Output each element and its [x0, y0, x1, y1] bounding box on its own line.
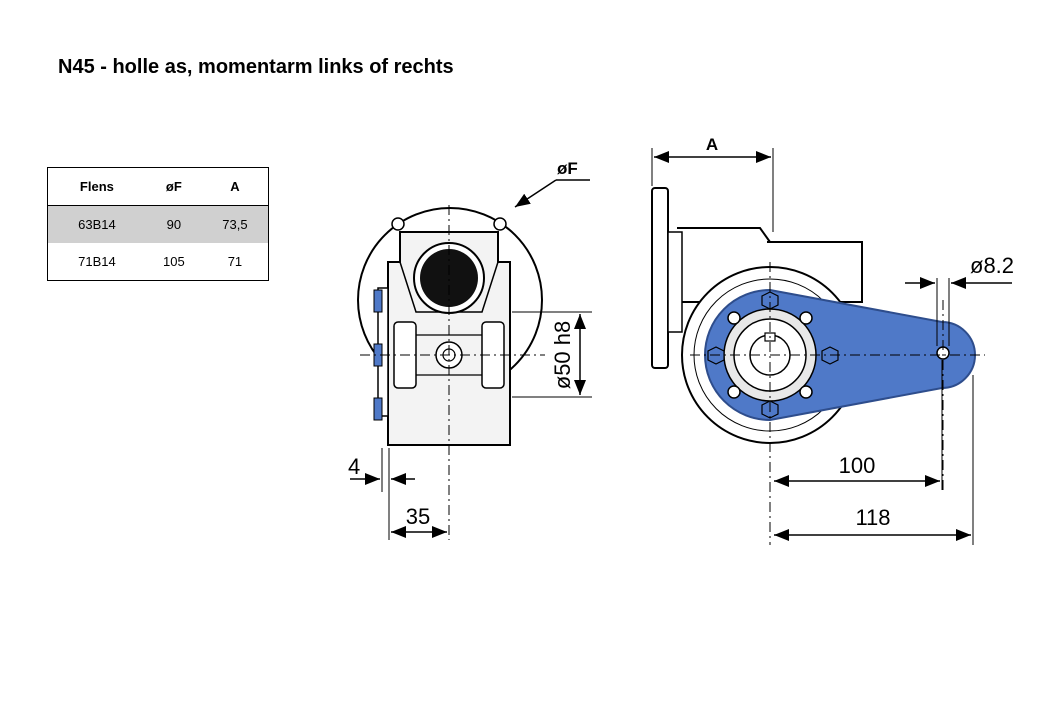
header-a: A	[201, 167, 269, 206]
flange-bolt-hole	[493, 217, 507, 231]
cell-flens: 71B14	[46, 243, 146, 281]
dimension-4-label: 4	[348, 454, 360, 479]
side-view: A ø8.2 100 118	[651, 135, 1014, 545]
diameter-f-label: øF	[557, 159, 578, 178]
cell-diameter-f: 105	[145, 243, 202, 281]
table-header-row: Flens øF A	[46, 167, 269, 206]
hole-diameter-label: ø8.2	[970, 253, 1014, 278]
arm-bolt-hole	[727, 385, 741, 399]
shaft-diameter-label: ø50 h8	[550, 321, 575, 390]
dimension-a-label: A	[706, 135, 718, 154]
front-view: øF ø50 h8 4 35	[348, 159, 592, 540]
header-diameter-f: øF	[145, 167, 202, 206]
cell-flens: 63B14	[46, 205, 146, 243]
dimension-35-label: 35	[406, 504, 430, 529]
dimension-100-label: 100	[839, 453, 876, 478]
arm-bolt-hole	[799, 311, 813, 325]
side-bolt	[373, 397, 383, 421]
header-flens: Flens	[46, 167, 146, 206]
cell-a: 71	[201, 243, 269, 281]
flange-bolt-hole	[391, 217, 405, 231]
table-row: 63B14 90 73,5	[46, 205, 269, 243]
table-row: 71B14 105 71	[46, 243, 269, 281]
arm-bolt-hole	[799, 385, 813, 399]
dimension-118-label: 118	[855, 505, 890, 530]
arm-bolt-hole	[727, 311, 741, 325]
flange-table: Flens øF A 63B14 90 73,5 71B14 105 71	[46, 167, 269, 281]
diameter-f-leader	[514, 179, 557, 208]
cell-diameter-f: 90	[145, 205, 202, 243]
input-bore-hole	[420, 249, 478, 307]
side-flange-plate	[651, 187, 669, 369]
cell-a: 73,5	[201, 205, 269, 243]
page-title: N45 - holle as, momentarm links of recht…	[58, 56, 454, 78]
side-bolt	[373, 289, 383, 313]
